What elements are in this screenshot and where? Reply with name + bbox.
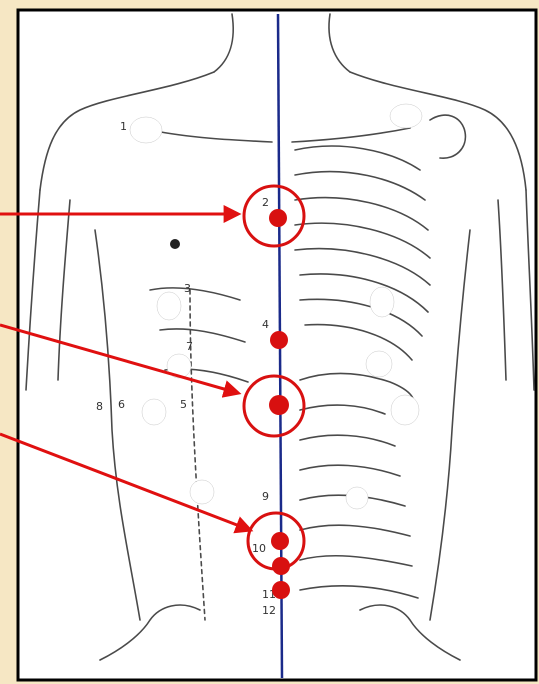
white-oval-mask — [157, 292, 181, 320]
white-oval-mask — [366, 351, 392, 377]
point-number: 7 — [186, 340, 193, 353]
red-dot — [269, 395, 289, 415]
red-dot — [269, 209, 287, 227]
white-oval-mask — [390, 104, 422, 128]
point-number: 5 — [180, 398, 187, 411]
red-dot — [272, 581, 290, 599]
point-number: 12 — [262, 604, 276, 617]
point-number: 4 — [262, 318, 269, 331]
white-oval-mask — [346, 487, 368, 509]
white-oval-mask — [142, 399, 166, 425]
point-number: 2 — [262, 196, 269, 209]
white-oval-mask — [190, 480, 214, 504]
red-dot — [270, 331, 288, 349]
white-oval-mask — [370, 287, 394, 317]
point-number: 1 — [120, 120, 127, 133]
red-dot — [271, 532, 289, 550]
point-number: 3 — [184, 282, 191, 295]
point-number: 8 — [96, 400, 103, 413]
point-number: 10 — [252, 542, 266, 555]
point-number: 6 — [118, 398, 125, 411]
white-oval-mask — [391, 395, 419, 425]
white-oval-mask — [130, 117, 162, 143]
point-number: 9 — [262, 490, 269, 503]
